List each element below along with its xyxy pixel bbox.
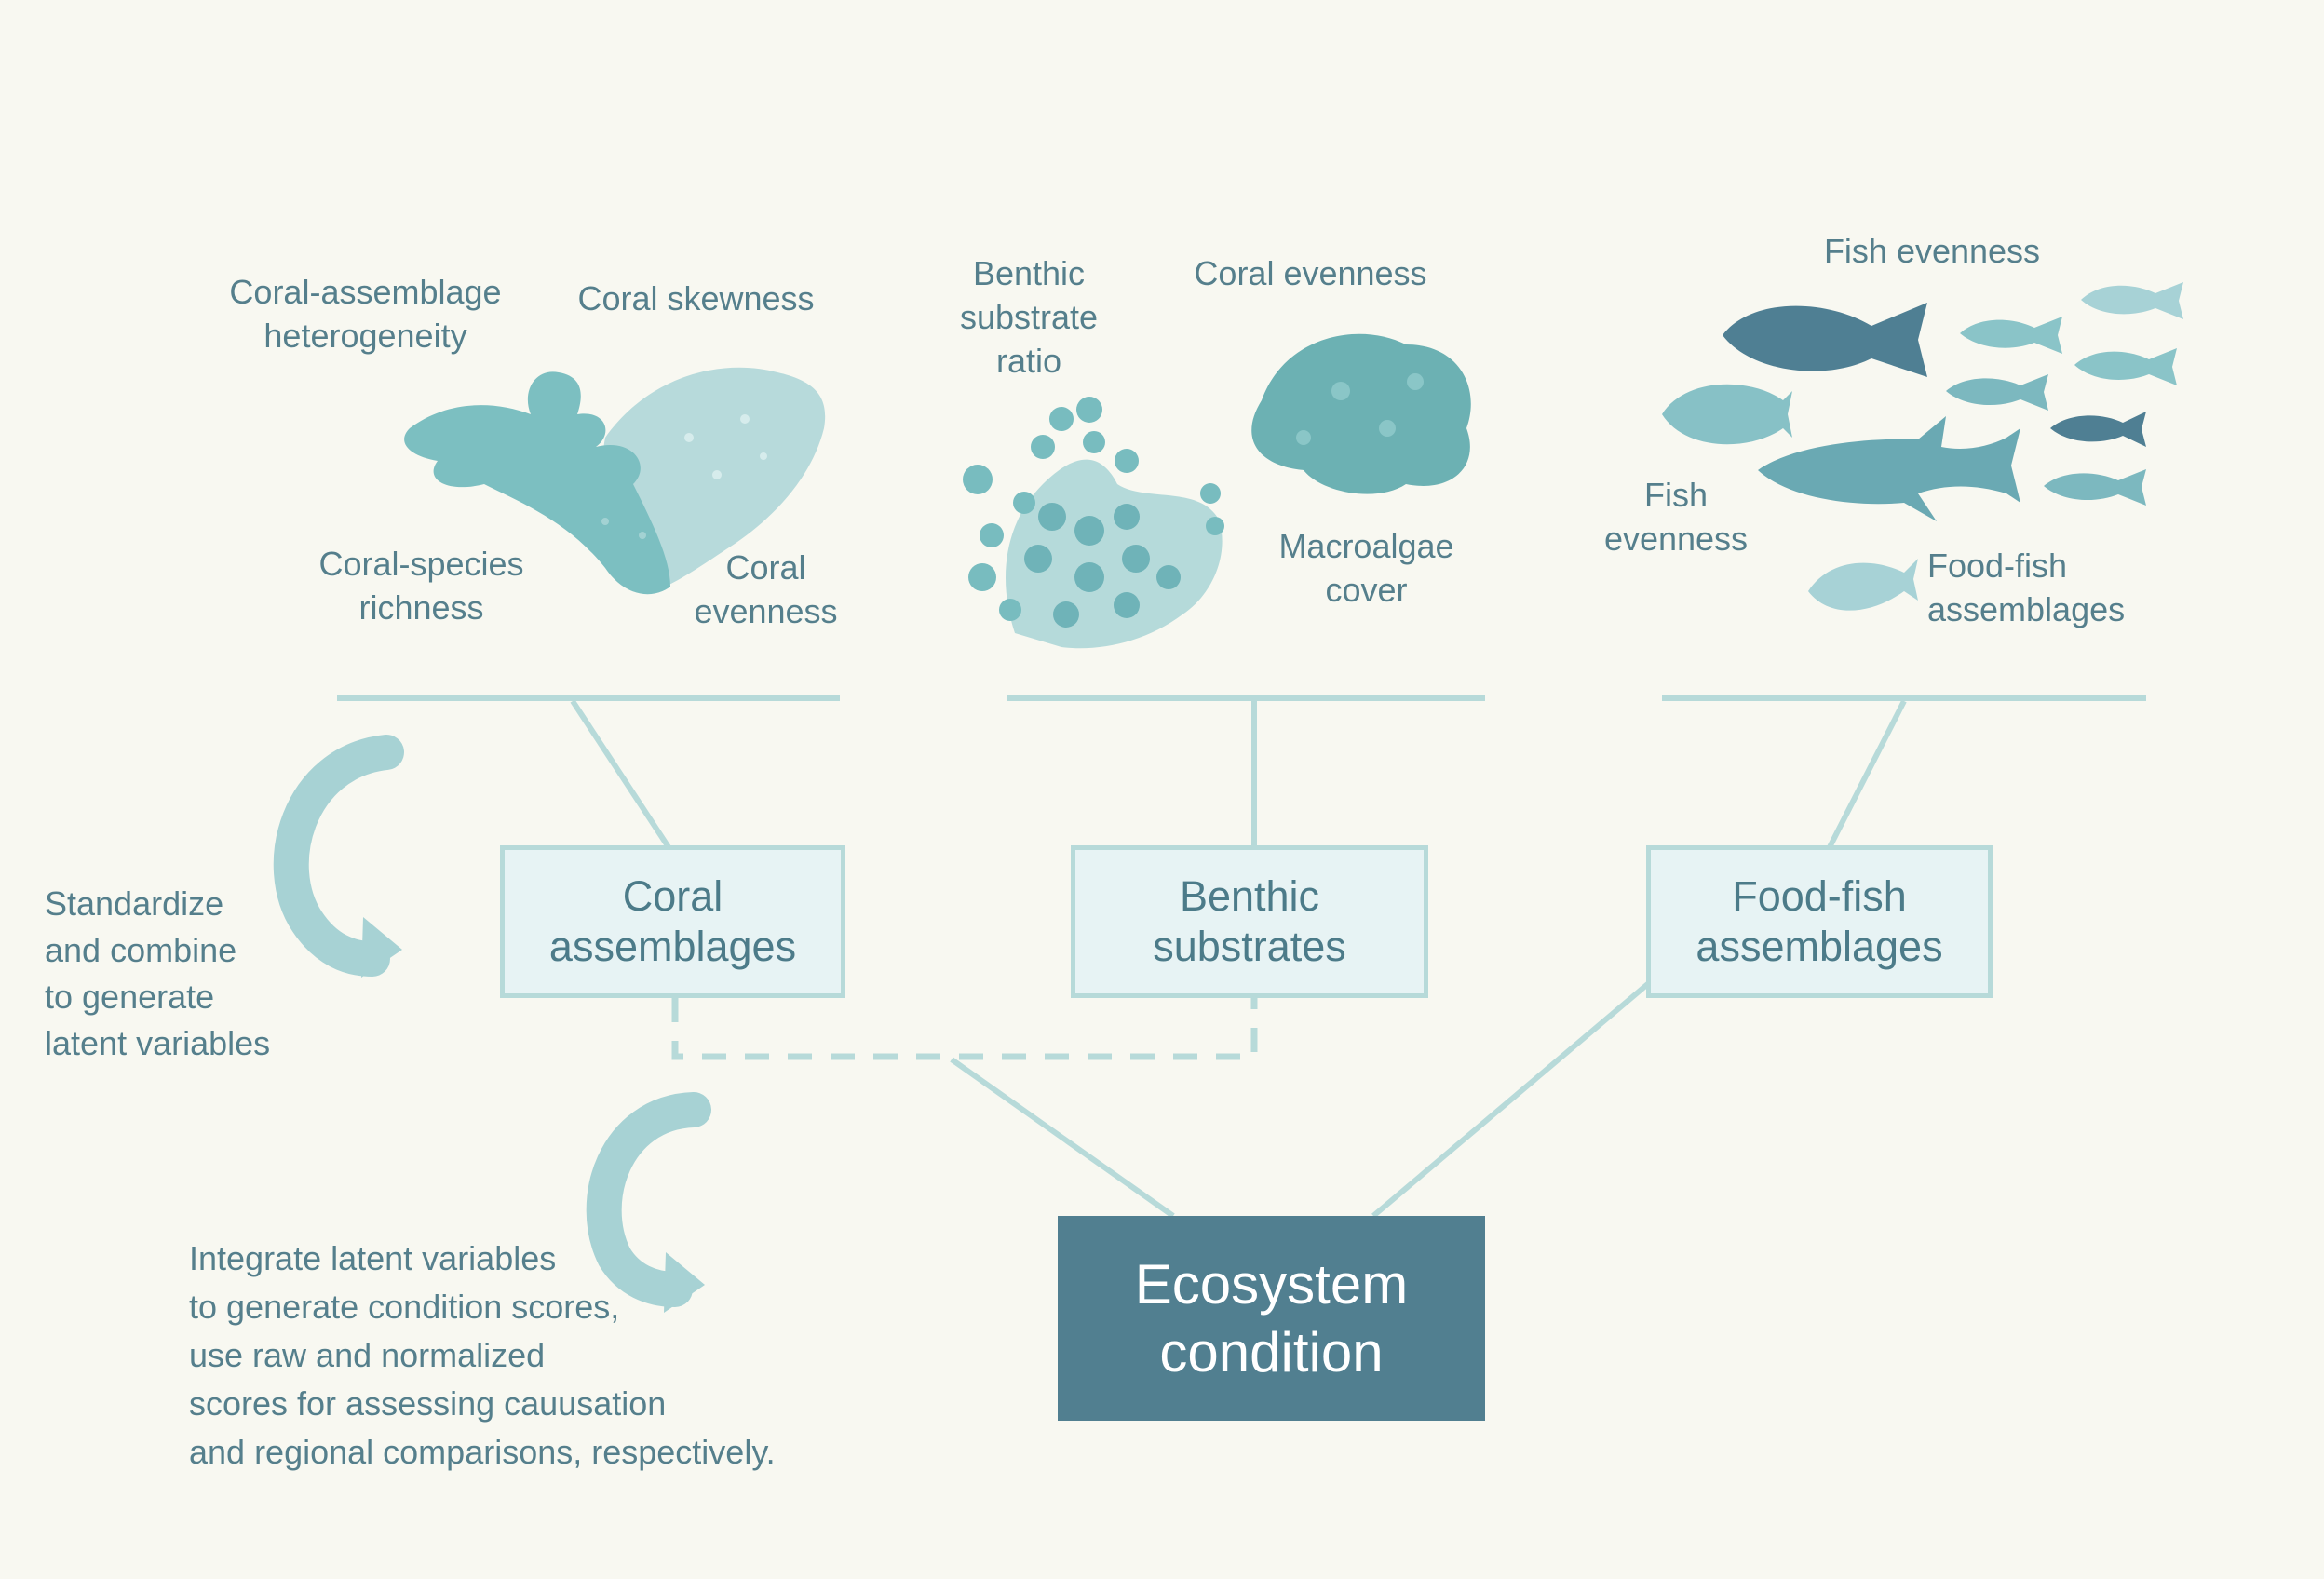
box-benthic-substrates: Benthic substrates — [1071, 845, 1428, 998]
macroalgae-illustration — [1251, 333, 1471, 494]
label-coral-assemblage-heterogeneity: Coral-assemblage heterogeneity — [229, 273, 502, 355]
connector-lines — [337, 695, 2146, 1219]
label-coral-evenness-mid: Coral evenness — [1194, 254, 1427, 292]
box-coral-assemblages: Coral assemblages — [500, 845, 845, 998]
label-coral-species-richness: Coral-species richness — [318, 545, 524, 627]
fish-school-illustration — [1662, 282, 2183, 611]
label-macroalgae-cover: Macroalgae cover — [1278, 527, 1454, 609]
label-fish-evenness-top: Fish evenness — [1823, 232, 2041, 270]
box-food-fish-assemblages: Food-fish assemblages — [1646, 845, 1993, 998]
label-coral-evenness-left: Coral evenness — [694, 548, 838, 630]
curved-arrow-icon — [273, 735, 404, 978]
box-ecosystem-condition: Ecosystem condition — [1058, 1216, 1485, 1421]
curved-arrow-icon — [586, 1092, 711, 1313]
coral-illustration — [404, 367, 826, 595]
note-integrate-latent-variables: Integrate latent variables to generate c… — [189, 1239, 776, 1471]
label-food-fish-assemblages: Food-fish assemblages — [1927, 547, 2126, 628]
label-fish-evenness-left: Fish evenness — [1603, 476, 1749, 558]
label-benthic-substrate-ratio: Benthic substrate ratio — [959, 254, 1099, 380]
note-standardize-combine: Standardize and combine to generate late… — [45, 884, 271, 1062]
label-coral-skewness: Coral skewness — [577, 279, 815, 317]
branching-coral-illustration — [963, 397, 1224, 649]
